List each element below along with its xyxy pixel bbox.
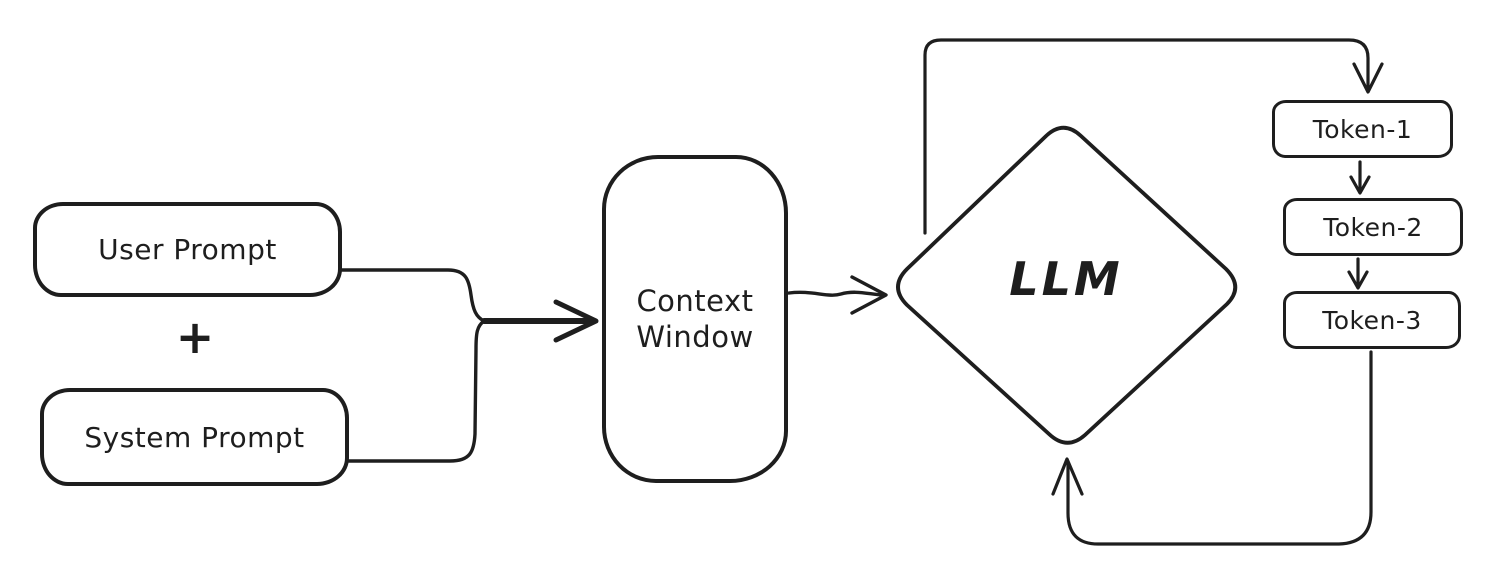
llm-label: LLM bbox=[1009, 252, 1123, 306]
edge-system-prompt-to-junction bbox=[347, 319, 486, 463]
arrowhead-into-context-window bbox=[553, 299, 599, 343]
plus-operator: + bbox=[175, 310, 215, 364]
node-token-3: Token-3 bbox=[1283, 291, 1461, 349]
arrowhead-into-llm-left bbox=[850, 275, 888, 315]
arrowhead-into-token-1 bbox=[1352, 62, 1384, 94]
token-2-label: Token-2 bbox=[1323, 212, 1423, 242]
arrowhead-into-llm-bottom bbox=[1051, 457, 1084, 496]
node-token-1: Token-1 bbox=[1272, 100, 1453, 158]
context-window-label: Context Window bbox=[636, 283, 754, 354]
edge-user-prompt-to-junction bbox=[340, 268, 486, 323]
arrowhead-into-token-2 bbox=[1349, 175, 1371, 195]
user-prompt-label: User Prompt bbox=[98, 233, 277, 266]
edge-llm-to-token-1 bbox=[923, 38, 1370, 235]
node-user-prompt: User Prompt bbox=[33, 202, 342, 297]
node-context-window: Context Window bbox=[602, 155, 788, 483]
llm-diamond-shape bbox=[896, 125, 1238, 445]
node-system-prompt: System Prompt bbox=[40, 388, 349, 486]
edge-token-3-to-llm bbox=[1066, 350, 1373, 546]
token-1-label: Token-1 bbox=[1312, 114, 1413, 144]
system-prompt-label: System Prompt bbox=[84, 420, 305, 454]
node-token-2: Token-2 bbox=[1283, 198, 1463, 256]
edge-context-window-to-llm bbox=[787, 290, 885, 297]
arrowhead-into-token-3 bbox=[1347, 270, 1369, 290]
token-3-label: Token-3 bbox=[1322, 305, 1422, 335]
